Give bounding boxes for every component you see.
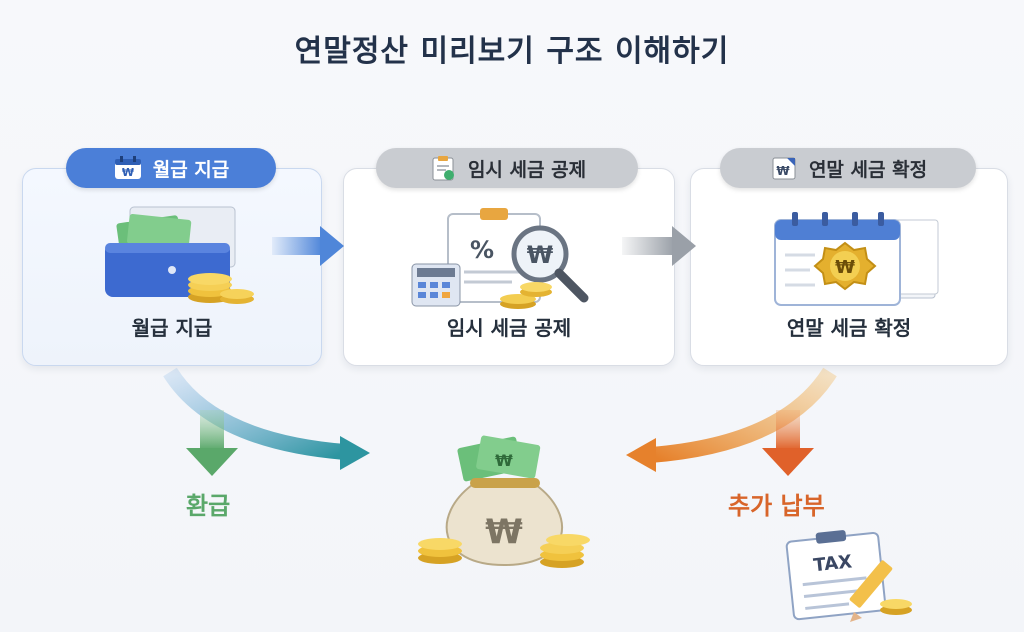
page-title: 연말정산 미리보기 구조 이해하기 xyxy=(294,34,730,69)
step-card-label: 임시 세금 공제 xyxy=(446,316,572,340)
step-pill-year-end: ₩ 연말 세금 확정 xyxy=(720,148,976,188)
svg-text:%: % xyxy=(470,236,494,264)
tax-clipboard-icon: TAX xyxy=(785,530,912,622)
step-pill-withholding: 임시 세금 공제 xyxy=(376,148,638,188)
payroll-calendar-icon: ₩ xyxy=(114,156,141,179)
step-pill-label: 연말 세금 확정 xyxy=(808,158,928,181)
won-symbol: ₩ xyxy=(835,257,855,278)
arrow-down-payment xyxy=(762,410,814,476)
tax-text: TAX xyxy=(812,551,853,576)
arrow-step1-to-step2 xyxy=(272,226,344,266)
additional-payment-label: 추가 납부 xyxy=(728,492,825,520)
step-card-label: 월급 지급 xyxy=(131,316,213,340)
arrow-to-money-bag-right xyxy=(626,367,837,472)
pencil-icon xyxy=(849,560,893,622)
clipboard-icon xyxy=(432,156,454,181)
arrow-to-money-bag-left xyxy=(163,367,370,470)
arrow-step2-to-step3 xyxy=(622,226,696,266)
calendar-badge-icon: ₩ xyxy=(774,212,939,306)
won-symbol: ₩ xyxy=(485,512,523,552)
step-card-label: 연말 세금 확정 xyxy=(786,316,912,340)
wallet-icon xyxy=(105,206,254,304)
won-symbol: ₩ xyxy=(495,451,513,470)
arrow-down-refund xyxy=(186,410,238,476)
magnifier-clipboard-icon: % ₩ xyxy=(411,208,589,309)
document-won-icon: ₩ xyxy=(772,157,796,180)
money-bag-icon: ₩ ₩ xyxy=(418,435,590,568)
step-pill-label: 월급 지급 xyxy=(152,158,230,181)
step-pill-label: 임시 세금 공제 xyxy=(467,158,587,181)
step-card-year-end: 연말 세금 확정 xyxy=(690,168,1008,366)
step-pill-salary: ₩ 월급 지급 xyxy=(66,148,276,188)
refund-label: 환급 xyxy=(186,492,231,520)
won-symbol: ₩ xyxy=(527,241,554,269)
won-symbol: ₩ xyxy=(776,164,790,178)
won-symbol: ₩ xyxy=(122,166,134,179)
